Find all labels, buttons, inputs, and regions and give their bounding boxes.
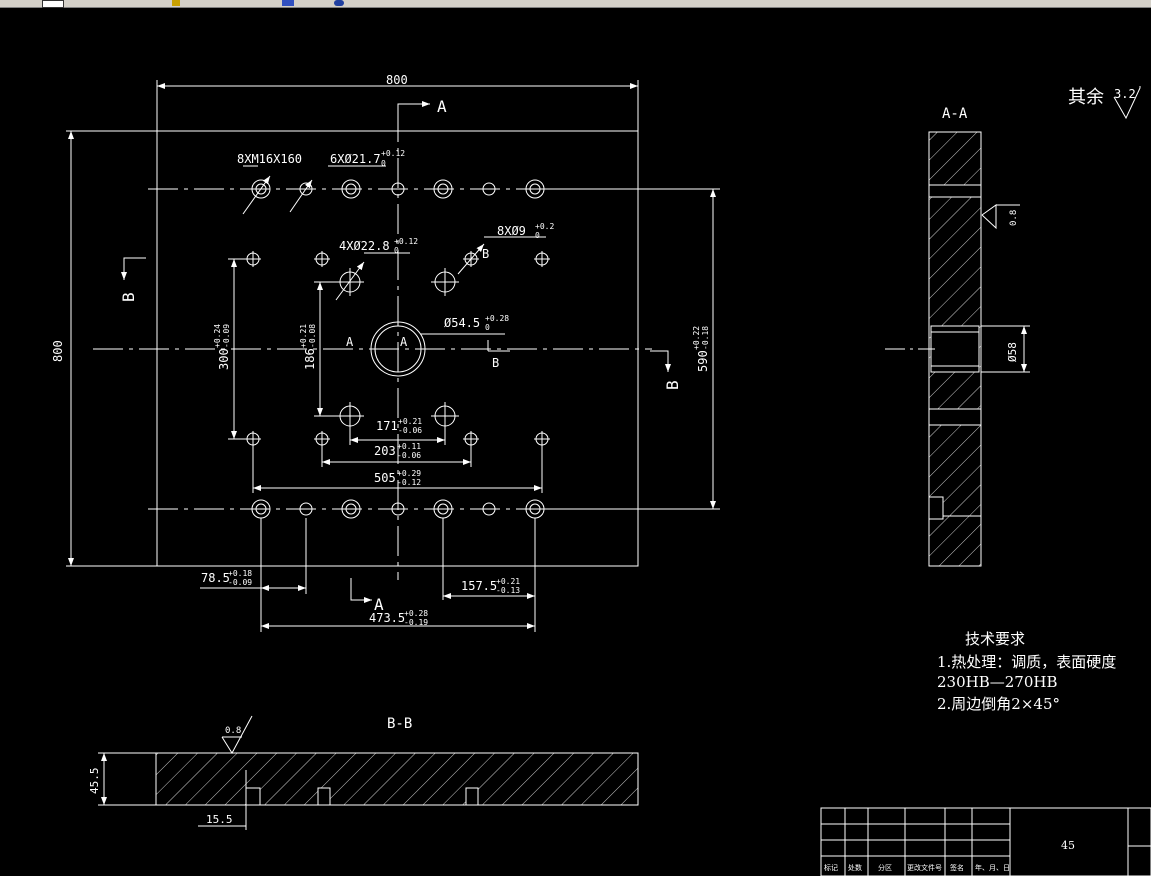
b-label-right: B — [492, 356, 499, 370]
dim-203: 203 — [374, 444, 396, 458]
tb-header-mark: 标记 — [824, 863, 838, 872]
dim-4735: 473.5 — [369, 611, 405, 625]
dim-203-up: +0.11 — [397, 442, 421, 451]
tech-req-line-3: 2.周边倒角2×45° — [937, 695, 1060, 713]
dim-785: 78.5 — [201, 571, 230, 585]
a-label-left: A — [346, 335, 354, 349]
aa-roughness: 0.8 — [1009, 210, 1019, 226]
section-bb-view — [155, 752, 639, 806]
dim-4735-dn: -0.19 — [404, 618, 428, 627]
hole-9-note: 8XØ9 — [497, 224, 526, 238]
hole-228-tol: +0.12 — [394, 237, 418, 246]
dim-171-dn: -0.06 — [398, 426, 422, 435]
dim-1575-dn: -0.13 — [496, 586, 520, 595]
tb-header-doc: 更改文件号 — [907, 863, 942, 872]
section-a-top: A — [437, 97, 447, 116]
zoom-icon[interactable] — [42, 0, 64, 8]
hole-217-tol: +0.12 — [381, 149, 405, 158]
dim-590-dn: -0.18 — [701, 326, 710, 350]
dim-785-dn: -0.09 — [228, 578, 252, 587]
m16-note: 8XM16X160 — [237, 152, 302, 166]
mid-holes — [336, 268, 459, 430]
dim-186-dn: -0.08 — [308, 324, 317, 348]
hole-228-tol0: 0 — [394, 246, 399, 255]
section-a-bottom: A — [374, 595, 384, 614]
help-icon[interactable] — [334, 0, 344, 6]
center-bore — [370, 321, 426, 377]
tech-req-line-1: 1.热处理：调质，表面硬度 — [937, 653, 1116, 671]
section-aa-title: A-A — [942, 106, 968, 122]
hole-217-note: 6XØ21.7 — [330, 152, 381, 166]
dim-300: 300 — [217, 348, 231, 370]
tech-req-line-2: 230HB—270HB — [937, 673, 1057, 691]
section-aa-view — [928, 131, 982, 567]
material-label: 45 — [1061, 839, 1075, 852]
dim-590: 590 — [696, 350, 710, 372]
b-label-mid: B — [482, 247, 489, 261]
dim-505-up: +0.29 — [397, 469, 421, 478]
section-b-left: B — [119, 292, 138, 302]
top-hole-row — [251, 179, 545, 199]
section-bb-title: B-B — [387, 716, 412, 732]
dim-300-dn: -0.09 — [222, 324, 231, 348]
tech-req-title: 技术要求 — [965, 630, 1025, 648]
layer-icon[interactable] — [282, 0, 294, 6]
dim-171: 171 — [376, 419, 398, 433]
dim-505: 505 — [374, 471, 396, 485]
tb-header-sign: 签名 — [950, 863, 964, 872]
dim-1575-up: +0.21 — [496, 577, 520, 586]
dim-203-dn: -0.06 — [397, 451, 421, 460]
dim-505-dn: -0.12 — [397, 478, 421, 487]
pointer-icon[interactable] — [4, 0, 18, 6]
dim-785-up: +0.18 — [228, 569, 252, 578]
hole-9-tol: +0.2 — [535, 222, 554, 231]
dim-4735-up: +0.28 — [404, 609, 428, 618]
roughness-other-value: 3.2 — [1114, 87, 1136, 101]
section-b-right: B — [663, 380, 682, 390]
bb-depth: 15.5 — [206, 813, 233, 826]
dim-171-up: +0.21 — [398, 417, 422, 426]
bore-545-tol: +0.28 — [485, 314, 509, 323]
bore-545-tol0: 0 — [485, 323, 490, 332]
a-label-center: A — [400, 335, 408, 349]
bb-roughness: 0.8 — [225, 726, 241, 736]
pan-icon[interactable] — [120, 0, 134, 6]
hole-228-note: 4XØ22.8 — [339, 239, 390, 253]
roughness-other-label: 其余 — [1068, 87, 1104, 108]
title-block — [820, 807, 1151, 876]
tb-header-count: 处数 — [848, 863, 862, 872]
width-dim: 800 — [386, 73, 408, 87]
aa-dia: Ø58 — [1006, 342, 1019, 362]
bore-545-note: Ø54.5 — [444, 316, 480, 330]
cad-toolbar — [0, 0, 1151, 8]
dim-186-up: +0.21 — [299, 324, 308, 348]
tb-header-date: 年、月、日 — [975, 863, 1010, 872]
hole-217-tol0: 0 — [381, 159, 386, 168]
dim-300-up: +0.24 — [213, 324, 222, 348]
bb-thickness: 45.5 — [88, 768, 101, 795]
dim-186: 186 — [303, 348, 317, 370]
height-dim: 800 — [51, 340, 65, 362]
dim-1575: 157.5 — [461, 579, 497, 593]
dim-590-up: +0.22 — [692, 326, 701, 350]
tb-header-zone: 分区 — [878, 863, 892, 872]
properties-icon[interactable] — [172, 0, 180, 6]
drawing-canvas[interactable]: 800 800 A A B B A A B B 8XM16X160 6XØ21.… — [0, 8, 1151, 876]
hole-9-tol0: 0 — [535, 231, 540, 240]
